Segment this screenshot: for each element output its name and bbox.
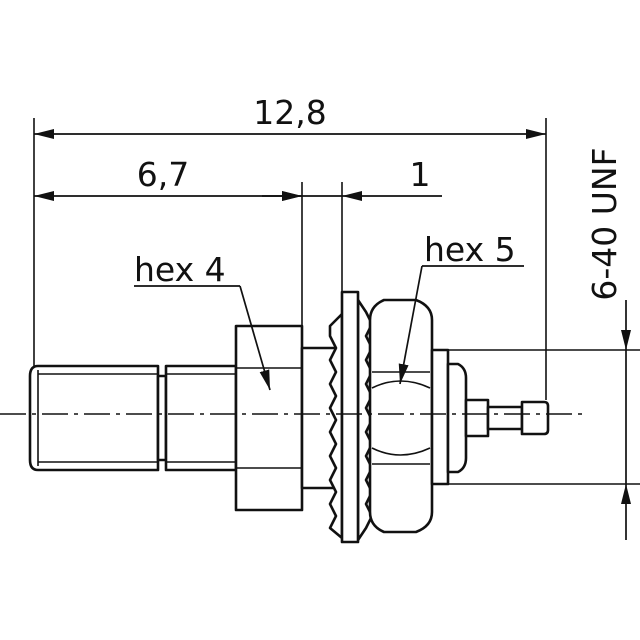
pin-shoulder [464, 398, 490, 438]
body-length-label: 6,7 [137, 155, 189, 194]
callout-hex-4: hex 4 [134, 250, 271, 391]
barrel [164, 364, 238, 472]
callout-hex-5: hex 5 [398, 230, 524, 385]
thread-label: 6-40 UNF [585, 147, 624, 300]
hex-5-nut [368, 298, 434, 534]
contact-pin [486, 405, 524, 431]
rear-body [430, 348, 450, 486]
flange [340, 290, 360, 544]
dimension-flange-width: 1 [262, 155, 442, 201]
pin-tip [520, 400, 550, 436]
dimension-thread: 6-40 UNF [585, 147, 631, 540]
flange-width-label: 1 [410, 155, 431, 194]
hex-5-label: hex 5 [424, 230, 516, 269]
connector-body [28, 290, 550, 544]
front-plug [28, 364, 160, 472]
rear-cap [446, 362, 468, 474]
lock-washer [328, 312, 344, 540]
dimension-overall-length: 12,8 [34, 93, 546, 139]
hex-4-label: hex 4 [134, 250, 226, 289]
hex-4-body [234, 324, 304, 512]
dimension-body-length: 6,7 [34, 155, 302, 201]
overall-length-label: 12,8 [253, 93, 326, 132]
